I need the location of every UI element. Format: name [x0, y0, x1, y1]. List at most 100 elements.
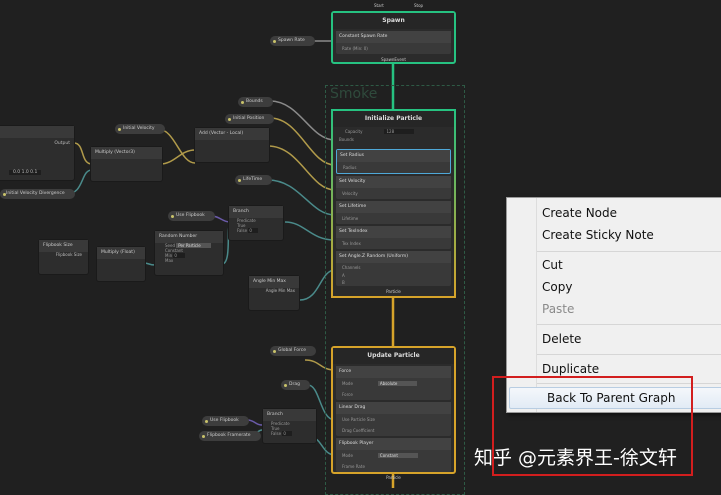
node-title: Add (Vector - Local) [195, 128, 269, 140]
block-title: Flipbook Player [336, 438, 451, 450]
block-row: Rate (Min: 0) [342, 46, 368, 51]
context-footer: SpawnEvent [381, 57, 406, 62]
menu-item-create-node[interactable]: Create Node [542, 206, 618, 220]
vector-node[interactable]: Output 0.0 1.0 0.1 [0, 125, 75, 181]
edge [246, 419, 263, 426]
spawn-context[interactable]: Spawn Constant Spawn Rate Rate (Min: 0) … [331, 11, 456, 64]
block-row: Lifetime [342, 216, 359, 221]
block-title: Constant Spawn Rate [336, 31, 451, 43]
watermark: 知乎 @元素界王-徐文轩 [474, 447, 677, 469]
edge [267, 179, 336, 216]
property-flipbook-framerate[interactable]: Flipbook Framerate [199, 431, 261, 441]
menu-item-duplicate[interactable]: Duplicate [542, 362, 600, 376]
context-title: Initialize Particle [333, 111, 454, 127]
port-output[interactable]: Flipbook Size [55, 252, 82, 257]
edge [73, 142, 93, 165]
node-title: Branch [263, 409, 316, 421]
property-use-flipbook[interactable]: Use Flipbook [168, 211, 215, 221]
multiply-vector-node[interactable]: Multiply (Vector3) [90, 146, 163, 182]
block-row: Frame Rate [342, 464, 365, 469]
block-title: Set Radius [337, 150, 450, 162]
block-row: Channels [342, 265, 361, 270]
multiply-float-node[interactable]: Multiply (Float) [96, 246, 146, 282]
node-title: Random Number [155, 231, 223, 243]
menu-item-paste: Paste [542, 302, 575, 316]
block-title: Set TexIndex [336, 226, 451, 238]
context-footer: Particle [386, 475, 401, 480]
property-global-force[interactable]: Global Force [270, 346, 316, 356]
property-drag[interactable]: Drag [281, 380, 310, 390]
edge [269, 100, 336, 141]
edge [159, 149, 196, 165]
block-title: Set Lifetime [336, 201, 451, 213]
block-title: Force [336, 366, 451, 378]
property-initial-position[interactable]: Initial Position [225, 114, 275, 124]
capacity-field[interactable]: 128 [384, 129, 415, 134]
menu-item-back-to-parent-graph[interactable]: Back To Parent Graph [509, 387, 721, 409]
node-title: Multiply (Float) [97, 247, 145, 259]
context-title: Spawn [333, 13, 454, 29]
false-field[interactable]: 0 [248, 228, 258, 233]
node-title: Angle Min Max [249, 276, 299, 288]
property-spawn-rate[interactable]: Spawn Rate [270, 36, 315, 46]
property-use-flipbook[interactable]: Use Flipbook [202, 416, 249, 426]
property-initial-velocity[interactable]: Initial Velocity [115, 124, 165, 134]
property-bounds[interactable]: Bounds [238, 97, 273, 107]
block-title: Set Velocity [336, 176, 451, 188]
block-row: Velocity [342, 191, 358, 196]
bounds-row: Bounds [339, 137, 354, 142]
port-stop[interactable]: Stop [414, 3, 424, 8]
block-constant-spawn-rate[interactable]: Constant Spawn Rate Rate (Min: 0) [336, 31, 451, 54]
port-output[interactable]: Angle Min Max [265, 288, 295, 293]
block-row: Tex Index [342, 241, 361, 246]
edge [267, 145, 336, 191]
min-field[interactable]: 0 [173, 253, 185, 258]
node-title: Branch [229, 206, 283, 218]
mode-dropdown[interactable]: Constant [377, 453, 418, 458]
group-title: Smoke [330, 86, 378, 102]
block-row: Radius [343, 165, 357, 170]
annotation-highlight-box [492, 376, 693, 476]
block-row: Drag Coefficient [342, 428, 375, 433]
node-title: Flipbook Size [39, 240, 88, 252]
port-output[interactable]: Output [54, 141, 70, 146]
block-title: Linear Drag [336, 402, 451, 414]
block-set-angle[interactable]: Set Angle.Z Random (Uniform) Channels A … [336, 251, 451, 286]
menu-item-create-sticky-note[interactable]: Create Sticky Note [542, 228, 654, 242]
menu-item-delete[interactable]: Delete [542, 332, 582, 346]
mode-dropdown[interactable]: Absolute [377, 381, 418, 386]
menu-item-cut[interactable]: Cut [542, 258, 563, 272]
property-initial-velocity-divergence[interactable]: Initial Velocity Divergence [0, 189, 75, 199]
menu-item-copy[interactable]: Copy [542, 280, 573, 294]
block-row: Use Particle Size [342, 417, 376, 422]
seed-dropdown[interactable]: Per Particle [176, 243, 211, 248]
add-node[interactable]: Add (Vector - Local) [194, 127, 270, 163]
edge [269, 117, 336, 166]
block-row: B [342, 280, 345, 285]
block-row: A [342, 273, 345, 278]
block-title: Set Angle.Z Random (Uniform) [336, 251, 451, 263]
context-footer: Particle [386, 289, 401, 294]
edge [284, 221, 336, 241]
property-lifetime[interactable]: LifeTime [235, 175, 273, 185]
port-start[interactable]: Start [374, 3, 384, 8]
node-title: Multiply (Vector3) [91, 147, 162, 159]
block-row: Force [342, 392, 353, 397]
value-field[interactable]: 0.0 1.0 0.1 [9, 170, 42, 175]
